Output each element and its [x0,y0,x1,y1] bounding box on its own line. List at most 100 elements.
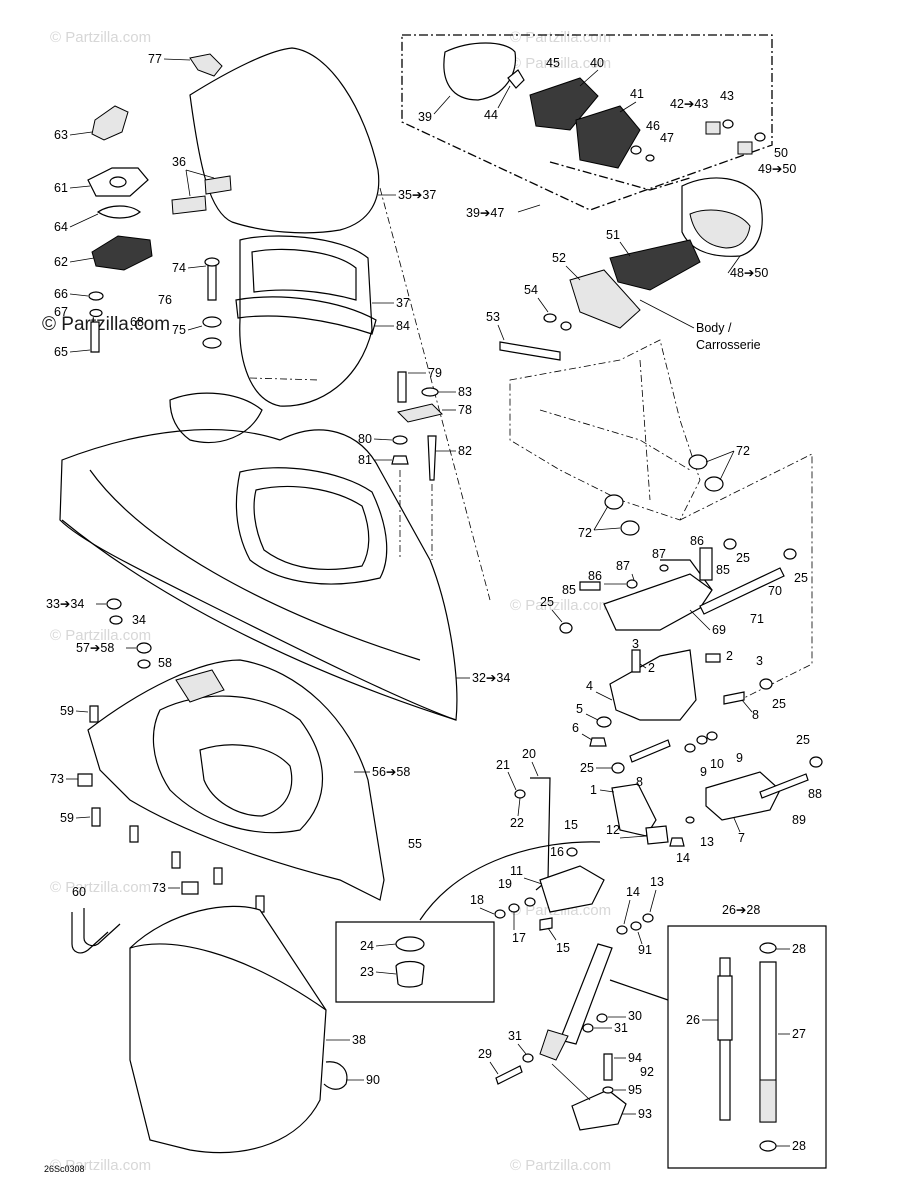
callout-91: 91 [638,943,652,957]
bushing-25-part [809,756,823,768]
bolt-53-part [499,341,561,361]
callout-3b: 3 [756,654,763,668]
callout-40: 40 [590,56,604,70]
callout-45: 45 [546,56,560,70]
watermark: © Partzilla.com [50,1157,151,1174]
callout-50: 50 [774,146,788,160]
callout-71: 71 [750,612,764,626]
callout-14b: 14 [626,885,640,899]
leader-line [187,325,203,331]
gas-spring-26-rod [717,975,733,1041]
leader-line [517,1043,527,1055]
callout-35-37: 35➔37 [398,188,436,202]
mirror-48-face [689,209,751,249]
cylinder-part [559,943,613,1045]
bolt-2-part [631,649,641,673]
watermark: © Partzilla.com [50,879,151,896]
callout-17: 17 [512,931,526,945]
leader-line [75,710,89,713]
leader-line [69,185,91,189]
callout-16: 16 [550,845,564,859]
leader-line [733,817,741,833]
callout-9b: 9 [736,751,743,765]
hose-60-part [83,908,121,947]
callout-90: 90 [366,1073,380,1087]
leader-line [741,699,753,713]
strap-90-part [323,1061,348,1090]
callout-66: 66 [54,287,68,301]
callout-41: 41 [630,87,644,101]
callout-64: 64 [54,220,68,234]
body-note: Body / [696,321,732,335]
leader-line [69,257,95,263]
knob-44-part [507,69,525,89]
leader-line [585,713,599,721]
callout-73b: 73 [152,881,166,895]
callout-2b: 2 [726,649,733,663]
leader-line [639,299,695,329]
body-outline [539,409,691,471]
mirror-support-51-part [609,239,701,291]
washer-9-part [696,735,708,745]
shaft-70-part [699,567,785,615]
leader-line [537,297,549,313]
callout-82: 82 [458,444,472,458]
watermark: © Partzilla.com [50,29,151,46]
bolt-8-part [629,739,671,763]
leader-line [373,438,393,441]
callout-76: 76 [158,293,172,307]
washer-9-part [706,731,718,741]
callout-19: 19 [498,877,512,891]
screw-part [213,867,223,885]
bracket-11-part [539,865,605,913]
upper-body-seat-inner [253,485,370,571]
nut-58-part [137,659,151,669]
leader-line [581,733,593,741]
bracket-52-part [569,269,641,329]
watermark-large: © Partzilla.com [42,314,170,335]
lower-body-seat [199,744,293,817]
upper-body-part [59,429,458,721]
bolt-2-part [705,653,721,663]
washer-30-part [596,1013,608,1023]
bracket-63-part [91,105,129,141]
callout-30: 30 [628,1009,642,1023]
callout-86: 86 [690,534,704,548]
leader-line [433,95,451,115]
callout-27: 27 [792,1027,806,1041]
windshield-bracket-part [189,53,223,77]
grommet-72-part [604,494,624,510]
callout-25: 25 [736,551,750,565]
reference-line [549,161,691,191]
callout-26: 26 [686,1013,700,1027]
bolt-15-part [539,917,553,931]
callout-11: 11 [510,864,523,878]
bracket-62-part [91,235,153,271]
screw-59-part [91,807,101,827]
callout-18: 18 [470,893,484,907]
bolt-85-part [579,581,601,591]
leader-line [523,877,543,885]
callout-60: 60 [72,885,86,899]
storage-tub-38-part [129,905,327,1154]
grommet-72-part [704,476,724,492]
pad-strip-part [204,175,232,195]
arm-4-part [609,649,697,721]
windshield-part [189,47,380,234]
washer-86-part [626,579,638,589]
leader-line [593,505,621,531]
callout-81: 81 [358,453,372,467]
washer-83-part [421,387,439,397]
leader-line [507,771,517,791]
callout-25f: 25 [796,733,810,747]
bushing-25-part [783,548,797,560]
callout-73: 73 [50,772,64,786]
callout-26-28: 26➔28 [722,903,760,917]
callout-21: 21 [496,758,510,772]
leader-line [489,1061,499,1075]
nut-43-part [722,119,734,129]
figure-code: 26Sc0308 [44,1164,85,1174]
callout-10: 10 [710,757,724,771]
washer-14-part [616,925,628,935]
